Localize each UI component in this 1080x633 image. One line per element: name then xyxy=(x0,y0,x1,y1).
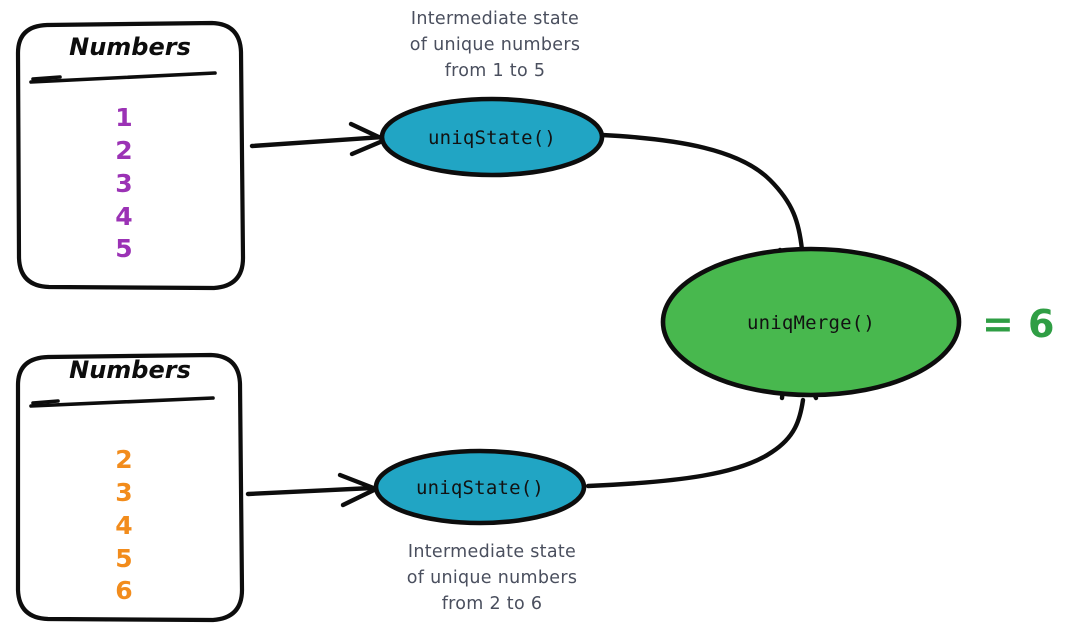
list-item: 6 xyxy=(115,576,132,605)
annotation-top-line3: from 1 to 5 xyxy=(445,61,546,81)
input-box-bottom-title: Numbers xyxy=(69,356,191,384)
annotation-top-line1: Intermediate state xyxy=(411,9,579,29)
arrow-input-bottom-to-state-bottom xyxy=(245,472,379,508)
list-item: 4 xyxy=(115,511,132,540)
title-divider-top xyxy=(29,71,217,84)
annotation-bottom-line3: from 2 to 6 xyxy=(442,594,543,614)
uniq-state-node-bottom[interactable]: uniqState() xyxy=(373,448,587,526)
uniq-merge-node[interactable]: uniqMerge() xyxy=(660,246,962,398)
result-output: = 6 xyxy=(982,302,1054,346)
annotation-bottom: Intermediate state of unique numbers fro… xyxy=(407,542,578,614)
input-box-bottom: Numbers 2 3 4 5 6 xyxy=(15,352,245,623)
input-box-top: Numbers 1 2 3 4 5 xyxy=(15,20,246,291)
list-item: 4 xyxy=(115,202,132,231)
list-item: 3 xyxy=(115,478,132,507)
title-divider-bottom-accent xyxy=(31,399,60,405)
list-item: 2 xyxy=(115,136,132,165)
input-box-top-outline xyxy=(15,20,246,291)
list-item: 1 xyxy=(115,103,132,132)
list-item: 2 xyxy=(115,445,132,474)
uniq-merge-shape[interactable] xyxy=(660,246,962,398)
annotation-top: Intermediate state of unique numbers fro… xyxy=(410,9,581,81)
uniq-state-top-label: uniqState() xyxy=(428,127,556,149)
title-divider-bottom xyxy=(29,396,215,408)
list-item: 3 xyxy=(115,169,132,198)
uniq-state-bottom-label: uniqState() xyxy=(416,477,544,499)
uniq-state-bottom-shape[interactable] xyxy=(373,448,587,526)
input-box-top-title: Numbers xyxy=(69,33,191,61)
list-item: 5 xyxy=(115,234,132,263)
uniq-merge-label: uniqMerge() xyxy=(747,312,875,334)
annotation-top-line2: of unique numbers xyxy=(410,35,581,55)
annotation-bottom-line1: Intermediate state xyxy=(408,542,576,562)
uniq-state-top-shape[interactable] xyxy=(379,96,605,178)
result-equals-sign: = xyxy=(982,302,1014,346)
arrow-input-top-to-state-top xyxy=(249,121,388,157)
annotation-bottom-line2: of unique numbers xyxy=(407,568,578,588)
list-item: 5 xyxy=(115,544,132,573)
title-divider-top-accent xyxy=(31,75,62,81)
uniq-state-node-top[interactable]: uniqState() xyxy=(379,96,605,178)
input-box-bottom-outline xyxy=(15,352,245,623)
result-value: 6 xyxy=(1028,302,1054,346)
